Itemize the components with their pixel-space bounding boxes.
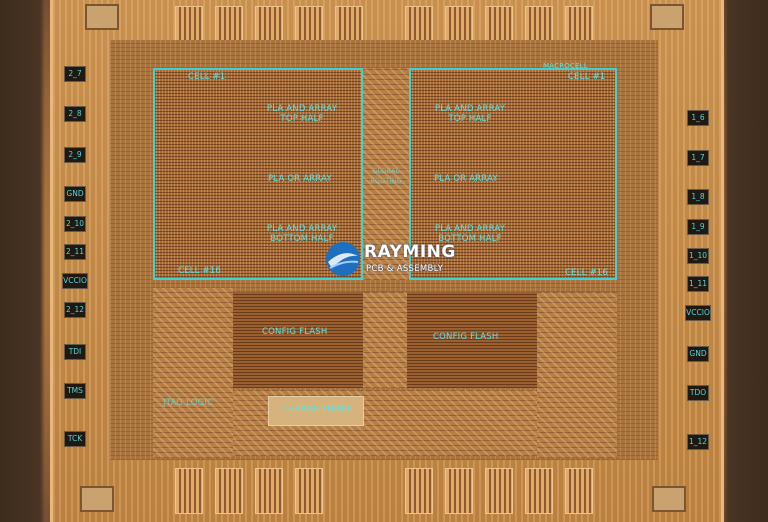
left-pla-region xyxy=(153,68,363,280)
io-cell xyxy=(255,468,283,514)
right-cell-bottom-label: CELL #16 xyxy=(565,268,609,278)
right-pla-region xyxy=(409,68,617,280)
io-cell xyxy=(215,468,243,514)
io-cell xyxy=(565,468,593,514)
io-cell xyxy=(295,468,323,514)
pin-label: 1_8 xyxy=(687,189,709,205)
watermark-tagline: PCB & ASSEMBLY xyxy=(366,264,444,274)
pin-label: 1_7 xyxy=(687,150,709,166)
macrocell-label: MACROCELL xyxy=(543,62,588,70)
bond-pad xyxy=(650,4,684,30)
config-flash-right-label: CONFIG FLASH xyxy=(433,332,499,342)
pin-label: 2_9 xyxy=(64,147,86,163)
pin-label: 2_10 xyxy=(64,216,86,232)
pin-label: GND xyxy=(687,346,709,362)
pin-label: VCCIO xyxy=(685,305,711,321)
pin-label: GND xyxy=(64,186,86,202)
pin-label: TCK xyxy=(64,431,86,447)
left-pla-bottom-label: PLA AND ARRAY BOTTOM HALF xyxy=(266,224,338,244)
right-pla-bottom-label: PLA AND ARRAY BOTTOM HALF xyxy=(434,224,506,244)
pin-label: 1_11 xyxy=(687,276,709,292)
left-pla-or-label: PLA OR ARRAY xyxy=(268,174,332,184)
left-cell-outline xyxy=(153,68,363,280)
watermark-logo: RAYMING PCB & ASSEMBLY xyxy=(324,240,456,284)
bond-pad xyxy=(80,486,114,512)
pin-label: 2_12 xyxy=(64,302,86,318)
io-cell xyxy=(485,468,513,514)
center-logic-block xyxy=(363,292,407,388)
pin-label: TMS xyxy=(64,383,86,399)
global-routing-label: GLOBAL ROUTING xyxy=(370,167,402,185)
pin-label: 2_8 xyxy=(64,106,86,122)
bond-pad xyxy=(85,4,119,30)
charge-pumps-label: CHARGE PUMPS xyxy=(282,405,353,415)
io-cell xyxy=(525,468,553,514)
pin-label: 1_10 xyxy=(687,248,709,264)
left-logic-block xyxy=(153,288,233,458)
config-flash-right xyxy=(407,292,537,388)
right-cell-outline xyxy=(409,68,617,280)
global-routing-block xyxy=(363,68,409,280)
io-cell xyxy=(445,468,473,514)
pin-label: 1_9 xyxy=(687,219,709,235)
pin-label: 1_6 xyxy=(687,110,709,126)
left-pla-top-label: PLA AND ARRAY TOP HALF xyxy=(266,104,338,124)
config-flash-left-label: CONFIG FLASH xyxy=(262,327,328,337)
pin-label: VCCIO xyxy=(62,273,88,289)
right-pla-or-label: PLA OR ARRAY xyxy=(434,174,498,184)
pin-label: 1_12 xyxy=(687,434,709,450)
left-cell-top-label: CELL #1 xyxy=(188,72,226,82)
bond-pad xyxy=(652,486,686,512)
pin-label: TDI xyxy=(64,344,86,360)
io-cell xyxy=(405,468,433,514)
right-cell-top-label: CELL #1 xyxy=(568,72,606,82)
watermark-brand: RAYMING xyxy=(364,242,456,262)
config-flash-left xyxy=(233,292,363,388)
left-cell-bottom-label: CELL #16 xyxy=(178,266,222,276)
pin-label: 2_11 xyxy=(64,244,86,260)
pin-label: 2_7 xyxy=(64,66,86,82)
rayming-logo-icon xyxy=(326,242,360,276)
right-logic-block xyxy=(537,292,617,458)
io-cell xyxy=(175,468,203,514)
pin-label: TDO xyxy=(687,385,709,401)
charge-pumps-block xyxy=(268,396,364,426)
right-pla-top-label: PLA AND ARRAY TOP HALF xyxy=(434,104,506,124)
jtag-logic-label: JTAG LOGIC xyxy=(163,398,214,408)
